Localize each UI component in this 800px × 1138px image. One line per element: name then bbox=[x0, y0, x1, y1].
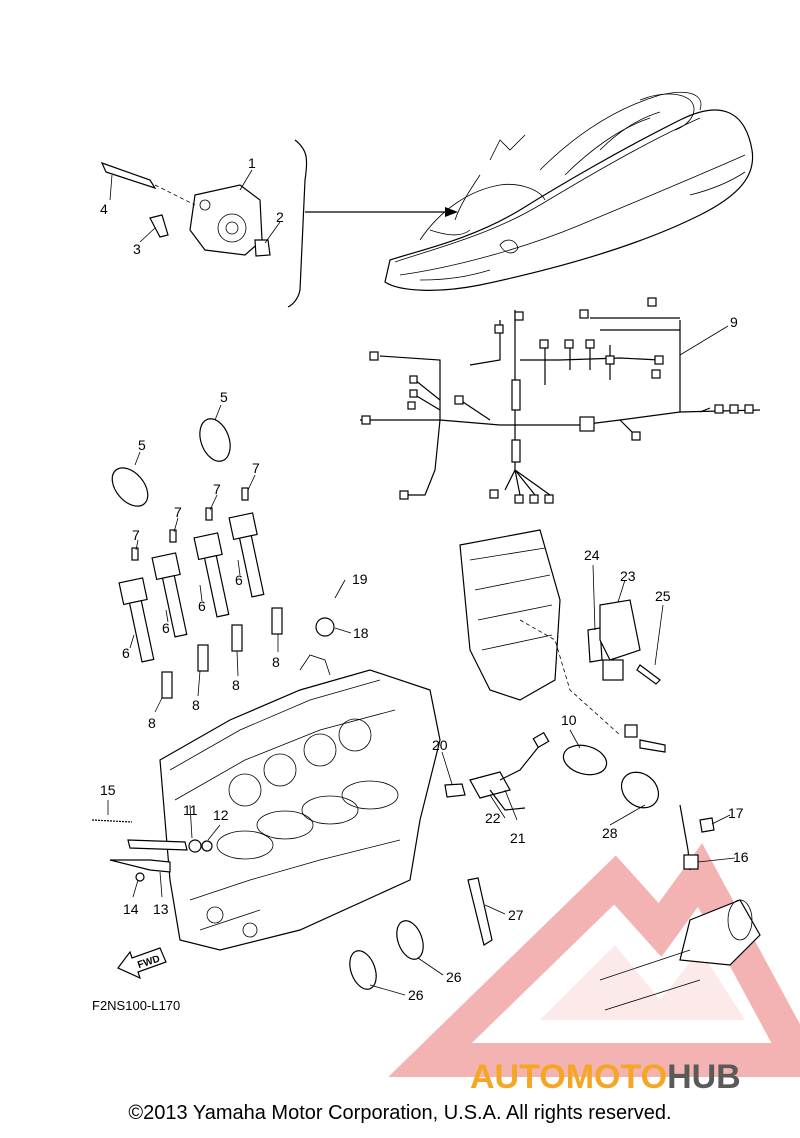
ignition-coils bbox=[118, 512, 265, 663]
sensor-16-17 bbox=[679, 804, 715, 871]
engine-block bbox=[159, 617, 441, 951]
callout-1: 1 bbox=[248, 155, 256, 171]
watercraft-illustration bbox=[384, 91, 754, 291]
callout-2: 2 bbox=[276, 209, 284, 225]
callout-22: 22 bbox=[485, 810, 501, 826]
callout-7c: 7 bbox=[174, 504, 182, 520]
callout-13: 13 bbox=[153, 901, 169, 917]
watermark-text: AUTOMOTOHUB bbox=[470, 1058, 741, 1096]
callout-4: 4 bbox=[100, 201, 108, 217]
coil-bolts bbox=[131, 487, 249, 561]
callout-9: 9 bbox=[730, 314, 738, 330]
leader-lines bbox=[107, 169, 736, 996]
callout-26b: 26 bbox=[446, 969, 462, 985]
callout-26a: 26 bbox=[408, 987, 424, 1003]
callout-6d: 6 bbox=[235, 572, 243, 588]
spark-plugs bbox=[161, 607, 283, 699]
callout-28: 28 bbox=[602, 825, 618, 841]
callout-8d: 8 bbox=[148, 715, 156, 731]
callout-numbers: 1 2 3 4 5 5 6 6 6 6 7 7 7 7 8 8 8 8 9 10… bbox=[100, 155, 749, 1003]
callout-5a: 5 bbox=[220, 389, 228, 405]
sensor-parts-left bbox=[91, 819, 213, 882]
callout-3: 3 bbox=[133, 241, 141, 257]
callout-19: 19 bbox=[352, 571, 368, 587]
callout-12: 12 bbox=[213, 807, 229, 823]
watermark-text-part2: HUB bbox=[667, 1058, 741, 1096]
watermark-logo bbox=[388, 843, 800, 1077]
callout-16: 16 bbox=[733, 849, 749, 865]
location-bracket bbox=[287, 139, 458, 308]
watermark-text-part1: AUTOMOTO bbox=[470, 1058, 667, 1096]
svg-text:AUTOMOTOHUB: AUTOMOTOHUB bbox=[470, 1058, 741, 1096]
electrical-box-group bbox=[459, 529, 666, 753]
exhaust-pipe bbox=[599, 899, 761, 1011]
callout-18: 18 bbox=[353, 625, 369, 641]
wire-harness bbox=[360, 297, 761, 504]
fwd-arrow: FWD bbox=[117, 947, 167, 980]
callout-21: 21 bbox=[510, 830, 526, 846]
sensor-parts-right bbox=[444, 731, 550, 811]
clamps-10-28 bbox=[562, 744, 660, 809]
callout-7d: 7 bbox=[132, 527, 140, 543]
callout-6a: 6 bbox=[122, 645, 130, 661]
callout-20: 20 bbox=[432, 737, 448, 753]
clamps-5 bbox=[111, 418, 231, 507]
callout-25: 25 bbox=[655, 588, 671, 604]
copyright-notice: ©2013 Yamaha Motor Corporation, U.S.A. A… bbox=[128, 1102, 672, 1124]
callout-17: 17 bbox=[728, 805, 744, 821]
callout-5b: 5 bbox=[138, 437, 146, 453]
callout-24: 24 bbox=[584, 547, 600, 563]
callout-27: 27 bbox=[508, 907, 524, 923]
callout-15: 15 bbox=[100, 782, 116, 798]
callout-7a: 7 bbox=[252, 460, 260, 476]
callout-11: 11 bbox=[183, 802, 198, 818]
callout-6b: 6 bbox=[162, 620, 170, 636]
diagram-code: F2NS100-L170 bbox=[92, 998, 180, 1013]
callout-8c: 8 bbox=[192, 697, 200, 713]
callout-8b: 8 bbox=[232, 677, 240, 693]
callout-7b: 7 bbox=[213, 481, 221, 497]
diagram-svg: FWD F2NS100-L170 bbox=[91, 91, 800, 1096]
callout-23: 23 bbox=[620, 568, 636, 584]
callout-14: 14 bbox=[123, 901, 139, 917]
throttle-sensor-group bbox=[100, 161, 271, 257]
clamps-26-27 bbox=[349, 877, 493, 990]
callout-10: 10 bbox=[561, 712, 577, 728]
callout-6c: 6 bbox=[198, 598, 206, 614]
callout-8a: 8 bbox=[272, 654, 280, 670]
